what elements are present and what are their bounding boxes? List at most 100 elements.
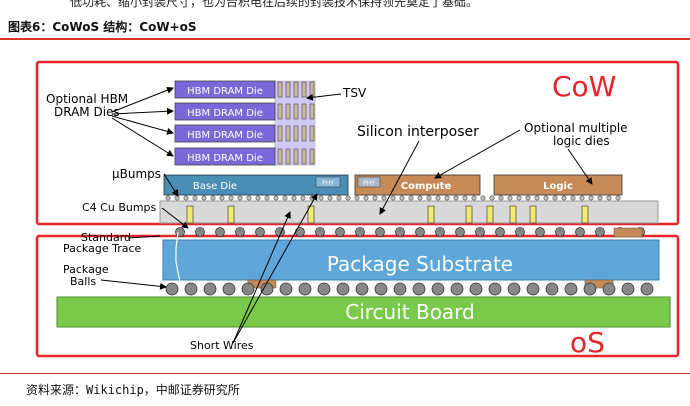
tsv (293, 81, 299, 98)
ubump (381, 195, 387, 201)
tsv (277, 81, 283, 98)
hbm-die-label-3: HBM DRAM Die (187, 130, 263, 141)
figure-title: 图表6：CoWoS 结构：CoW+oS (8, 20, 197, 34)
package-ball (412, 282, 426, 296)
package-balls-label-1: Package (63, 263, 109, 276)
package-ball (374, 282, 388, 296)
hbm-die-label-1: HBM DRAM Die (187, 86, 263, 97)
c4-bump (335, 227, 345, 237)
c4-bump (415, 227, 425, 237)
ubumps-row (165, 195, 621, 201)
c4-bump (175, 227, 185, 237)
ubump (588, 195, 594, 201)
tsv (309, 125, 315, 142)
package-ball (564, 282, 578, 296)
standard-trace-label-1: Standard (81, 231, 131, 244)
hbm-die-label-2: HBM DRAM Die (187, 108, 263, 119)
cow-label: CoW (552, 70, 616, 103)
tsv (301, 148, 307, 165)
package-ball (336, 282, 350, 296)
logic-label: Logic (543, 181, 573, 192)
c4-bump (475, 227, 485, 237)
package-ball (488, 282, 502, 296)
ubump (183, 195, 189, 201)
hbm-stack: HBM DRAM Die HBM DRAM Die HBM DRAM Die H… (174, 80, 316, 192)
c4-bumps-label: C4 Cu Bumps (82, 201, 157, 214)
hbm-die-label-4: HBM DRAM Die (187, 153, 263, 164)
ubump (408, 195, 414, 201)
tsv (301, 125, 307, 142)
ubump (291, 195, 297, 201)
package-ball (317, 282, 331, 296)
header-text: 低功耗、缩小封装尺寸，也为台积电在后续的封装技术保持领先奠定了基础。 (70, 0, 479, 9)
ubump (534, 195, 540, 201)
c4-bump (315, 227, 325, 237)
os-label: oS (570, 326, 605, 359)
ubump (363, 195, 369, 201)
hbm-die-4 (174, 147, 276, 166)
tsv-label: TSV (342, 86, 367, 100)
c4-bump (355, 227, 365, 237)
ubump (516, 195, 522, 201)
package-ball (602, 282, 616, 296)
standard-package-trace (175, 231, 181, 283)
ubump (471, 195, 477, 201)
ubump (345, 195, 351, 201)
ubump (444, 195, 450, 201)
hbm-die-1 (174, 80, 276, 99)
footer-divider (0, 373, 690, 374)
tsv (309, 148, 315, 165)
ubump (417, 195, 423, 201)
ubump (300, 195, 306, 201)
c4-bump (575, 227, 585, 237)
c4-bump (395, 227, 405, 237)
hbm-die-3 (174, 124, 276, 143)
package-ball (450, 282, 464, 296)
c4-bump (375, 227, 385, 237)
package-ball (355, 282, 369, 296)
tsv (285, 81, 291, 98)
tsv-columns (277, 81, 315, 192)
package-ball (203, 282, 217, 296)
cow-frame (35, 60, 680, 226)
ubump (606, 195, 612, 201)
c4-bump (435, 227, 445, 237)
ubump (237, 195, 243, 201)
c4-bump (195, 227, 205, 237)
base-die-phy-label: PHY (322, 180, 334, 187)
hbm-die-2 (174, 102, 276, 121)
c4-bump (455, 227, 465, 237)
ubump (318, 195, 324, 201)
package-ball (545, 282, 559, 296)
package-ball (621, 282, 635, 296)
package-balls-label-2: Balls (70, 275, 96, 288)
tsv (285, 125, 291, 142)
ubump (264, 195, 270, 201)
package-ball (526, 282, 540, 296)
title-divider (0, 38, 690, 40)
c4-bump (595, 227, 605, 237)
ubump (192, 195, 198, 201)
tsv (301, 81, 307, 98)
ubump (327, 195, 333, 201)
ubump (354, 195, 360, 201)
ubump (390, 195, 396, 201)
substrate-cap-top (613, 227, 643, 238)
ubump (435, 195, 441, 201)
ubump (273, 195, 279, 201)
package-ball (431, 282, 445, 296)
package-ball (507, 282, 521, 296)
ubump (561, 195, 567, 201)
c4-bump (255, 227, 265, 237)
ubump (165, 195, 171, 201)
package-ball (241, 282, 255, 296)
circuit-board-label: Circuit Board (345, 300, 475, 324)
ubump (228, 195, 234, 201)
source-note: 资料来源：Wikichip，中邮证券研究所 (26, 383, 240, 397)
ubump (210, 195, 216, 201)
optional-hbm-label-1: Optional HBM (46, 92, 128, 106)
short-wires-label: Short Wires (190, 339, 254, 352)
ubump (201, 195, 207, 201)
ubump (372, 195, 378, 201)
